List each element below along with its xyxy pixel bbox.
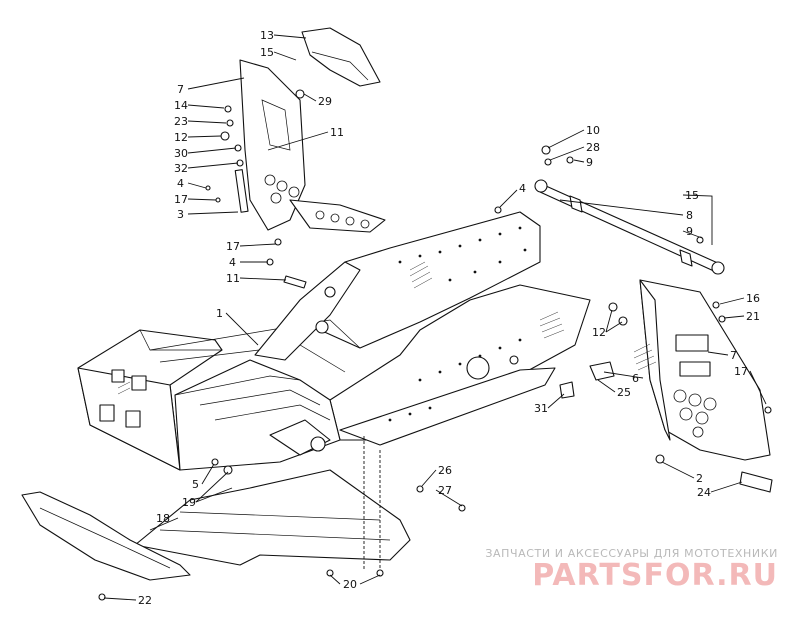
callout-20: 20	[343, 578, 357, 591]
callout-22: 22	[138, 594, 152, 607]
callout-14: 14	[174, 99, 188, 112]
watermark-logo: PARTSFOR.RU	[532, 558, 778, 593]
callout-3: 3	[177, 208, 184, 221]
callout-30: 30	[174, 147, 188, 160]
callout-9: 9	[686, 225, 693, 238]
callout-23: 23	[174, 115, 188, 128]
callout-7: 7	[177, 83, 184, 96]
callout-29: 29	[318, 95, 332, 108]
callout-7: 7	[730, 349, 737, 362]
callout-labels: 13 15 7 14 23 12 30 32 4 17 3 29 11 17 4…	[138, 29, 760, 607]
callout-12: 12	[174, 131, 188, 144]
callout-4: 4	[229, 256, 236, 269]
leader-lines	[103, 34, 767, 601]
callout-12: 12	[592, 326, 606, 339]
front-support-right	[589, 279, 773, 493]
callout-32: 32	[174, 162, 188, 175]
callout-25: 25	[617, 386, 631, 399]
chassis-frame	[77, 211, 591, 471]
callout-11: 11	[330, 126, 344, 139]
callout-17: 17	[734, 365, 748, 378]
belly-pan	[21, 469, 411, 581]
callout-1: 1	[216, 307, 223, 320]
front-support-left	[234, 27, 386, 233]
hardware	[98, 89, 772, 601]
callout-31: 31	[534, 402, 548, 415]
callout-6: 6	[632, 372, 639, 385]
callout-4: 4	[519, 182, 526, 195]
callout-27: 27	[438, 484, 452, 497]
watermark: ЗАПЧАСТИ И АКСЕССУАРЫ ДЛЯ МОТОТЕХНИКИ PA…	[478, 547, 778, 592]
callout-15: 15	[685, 189, 699, 202]
watermark-tagline: ЗАПЧАСТИ И АКСЕССУАРЫ ДЛЯ МОТОТЕХНИКИ	[485, 547, 778, 560]
callout-8: 8	[686, 209, 693, 222]
callout-18: 18	[156, 512, 170, 525]
callout-2: 2	[696, 472, 703, 485]
callout-19: 19	[182, 496, 196, 509]
callout-24: 24	[697, 486, 711, 499]
callout-11: 11	[226, 272, 240, 285]
callout-13: 13	[260, 29, 274, 42]
callout-28: 28	[586, 141, 600, 154]
callout-4: 4	[177, 177, 184, 190]
callout-17: 17	[174, 193, 188, 206]
callout-16: 16	[746, 292, 760, 305]
callout-9: 9	[586, 156, 593, 169]
steering-shaft	[534, 179, 725, 275]
callout-21: 21	[746, 310, 760, 323]
callout-26: 26	[438, 464, 452, 477]
callout-5: 5	[192, 478, 199, 491]
callout-15: 15	[260, 46, 274, 59]
callout-17: 17	[226, 240, 240, 253]
callout-10: 10	[586, 124, 600, 137]
